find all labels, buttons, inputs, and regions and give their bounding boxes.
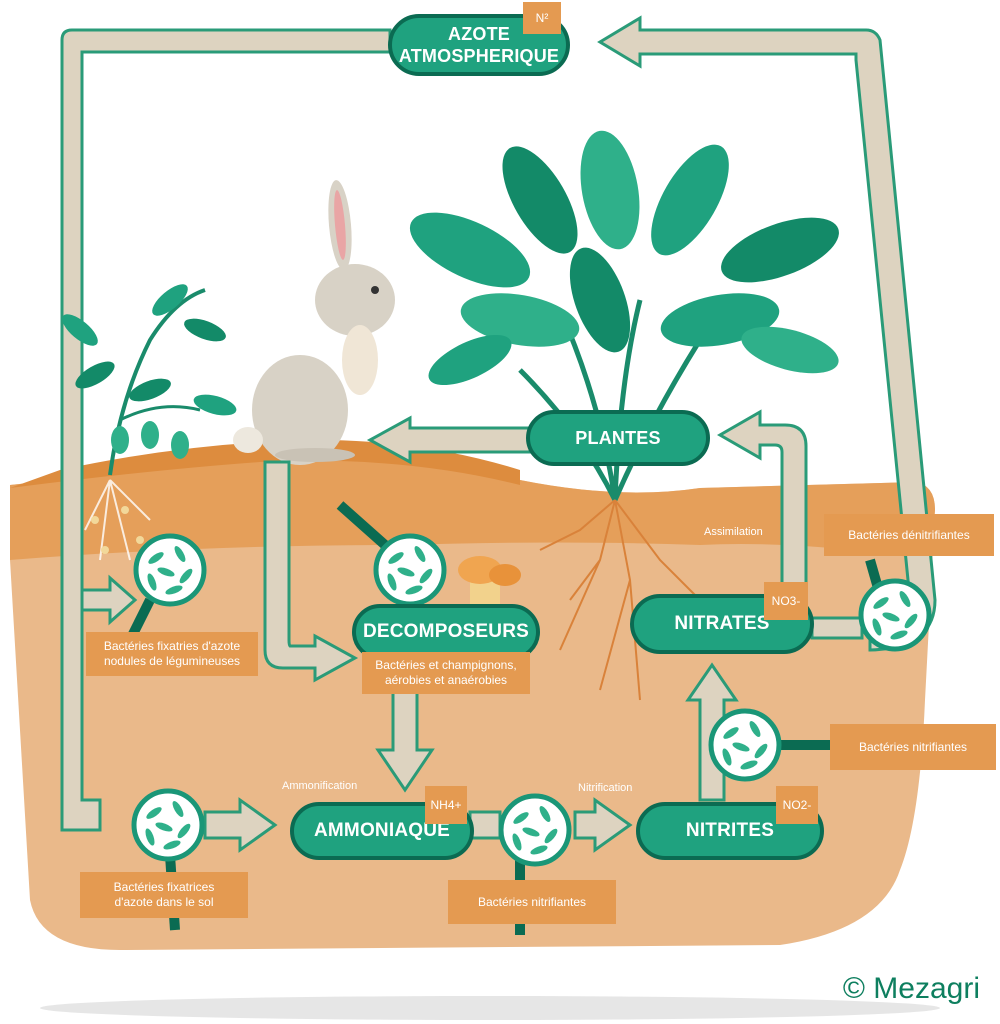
process-nitrification: Nitrification bbox=[578, 782, 633, 794]
decomposeurs-desc-line1: Bactéries et champignons, bbox=[375, 658, 517, 672]
formula-nh4: NH4+ bbox=[425, 786, 467, 824]
fixatrices-nodules-line2: nodules de légumineuses bbox=[103, 654, 241, 668]
legume-plant bbox=[62, 284, 237, 561]
process-ammonification: Ammonification bbox=[282, 780, 358, 792]
mushrooms bbox=[458, 556, 521, 605]
label-nitrifiantes-bottom: Bactéries nitrifiantes bbox=[448, 880, 616, 924]
label-denitrifiantes: Bactéries dénitrifiantes bbox=[824, 514, 994, 556]
process-assimilation: Assimilation bbox=[704, 526, 763, 538]
label-nitrifiantes-right: Bactéries nitrifiantes bbox=[830, 724, 996, 770]
big-plant bbox=[409, 130, 839, 701]
decomposeurs-desc-line2: aérobies et anaérobies bbox=[384, 673, 508, 687]
azote-line2: ATMOSPHERIQUE bbox=[398, 46, 560, 66]
fixatrices-sol-line2: d'azote dans le sol bbox=[114, 895, 214, 909]
node-plantes: PLANTES bbox=[526, 410, 710, 466]
label-fixatrices-nodules: Bactéries fixatries d'azote nodules de l… bbox=[86, 632, 258, 676]
label-decomposeurs-desc: Bactéries et champignons, aérobies et an… bbox=[362, 652, 530, 694]
inner-arrows bbox=[203, 409, 864, 853]
copyright-mezagri: © Mezagri bbox=[842, 972, 980, 1005]
azote-line1: AZOTE bbox=[448, 24, 510, 44]
fixatrices-nodules-line1: Bactéries fixatries d'azote bbox=[103, 639, 241, 653]
topsoil bbox=[10, 458, 935, 560]
node-nitrates: NITRATES bbox=[630, 594, 814, 654]
label-fixatrices-sol: Bactéries fixatrices d'azote dans le sol bbox=[80, 872, 248, 918]
formula-n2: N² bbox=[523, 2, 561, 34]
node-nitrites: NITRITES bbox=[636, 802, 824, 860]
ground-shadow bbox=[40, 996, 940, 1020]
fixatrices-sol-line1: Bactéries fixatrices bbox=[113, 880, 215, 894]
formula-no2: NO2- bbox=[776, 786, 818, 824]
formula-no3: NO3- bbox=[764, 582, 808, 620]
rabbit bbox=[233, 180, 395, 465]
